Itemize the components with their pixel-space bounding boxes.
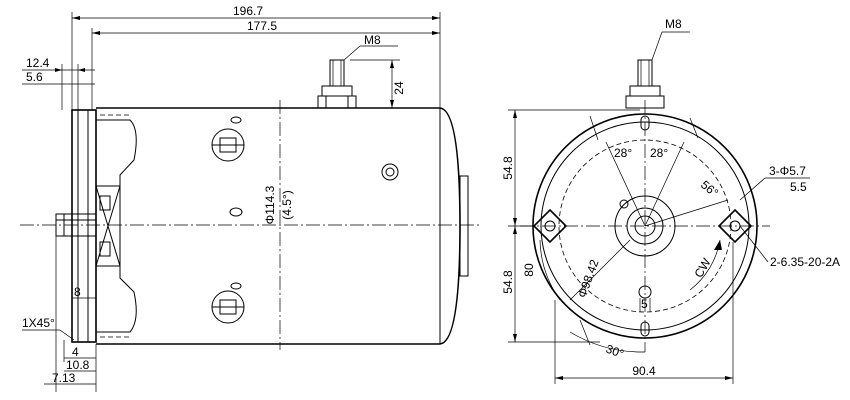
dim-taper: (4.5°) [280, 190, 294, 219]
angle-56: 56° [698, 178, 721, 201]
dim-pcd: Φ98.42 [575, 257, 602, 299]
dim-overall-length: 196.7 [233, 4, 263, 18]
dim-shaft-step: 8 [74, 285, 81, 299]
terminal-stud-side [317, 59, 357, 109]
side-view: 196.7 177.5 12.4 5.6 [20, 4, 480, 392]
end-view: M8 28° 28° 56° [501, 17, 840, 384]
dim-shaft-4: 4 [72, 345, 79, 359]
terminal-stud-end [625, 59, 665, 109]
rotation-direction: CW [691, 255, 713, 280]
dim-body-length: 177.5 [247, 19, 277, 33]
mount-boss-left [532, 208, 568, 244]
dim-half-height-bottom: 54.8 [501, 270, 515, 294]
dim-shaft-7-13: 7.13 [52, 371, 76, 385]
dim-pcd-value: 80 [522, 263, 536, 277]
angle-28-right: 28° [650, 146, 668, 160]
dim-key-width: 5 [641, 297, 648, 311]
callout-hole-depth: 5.5 [790, 180, 807, 194]
callout-tapped-holes: 2-6.35-20-2A [770, 255, 840, 269]
keyhole-slot-top [211, 128, 245, 162]
dim-stud-thread-end: M8 [665, 17, 682, 31]
callout-holes: 3-Φ5.7 [769, 164, 806, 178]
angle-28-left: 28° [614, 146, 632, 160]
dim-diameter: Φ114.3 [263, 185, 277, 224]
dim-chamfer: 1X45° [22, 316, 55, 330]
dim-flange-offset: 5.6 [26, 70, 43, 84]
angle-30: 30° [604, 342, 626, 361]
dim-half-height-top: 54.8 [501, 156, 515, 180]
dim-bottom-width: 90.4 [632, 364, 656, 378]
dim-shaft-10-8: 10.8 [66, 358, 90, 372]
dim-stud-height: 24 [392, 81, 406, 95]
dim-flange-width: 12.4 [26, 56, 50, 70]
keyhole-slot-bottom [211, 290, 245, 324]
dim-stud-thread-side: M8 [364, 33, 381, 47]
